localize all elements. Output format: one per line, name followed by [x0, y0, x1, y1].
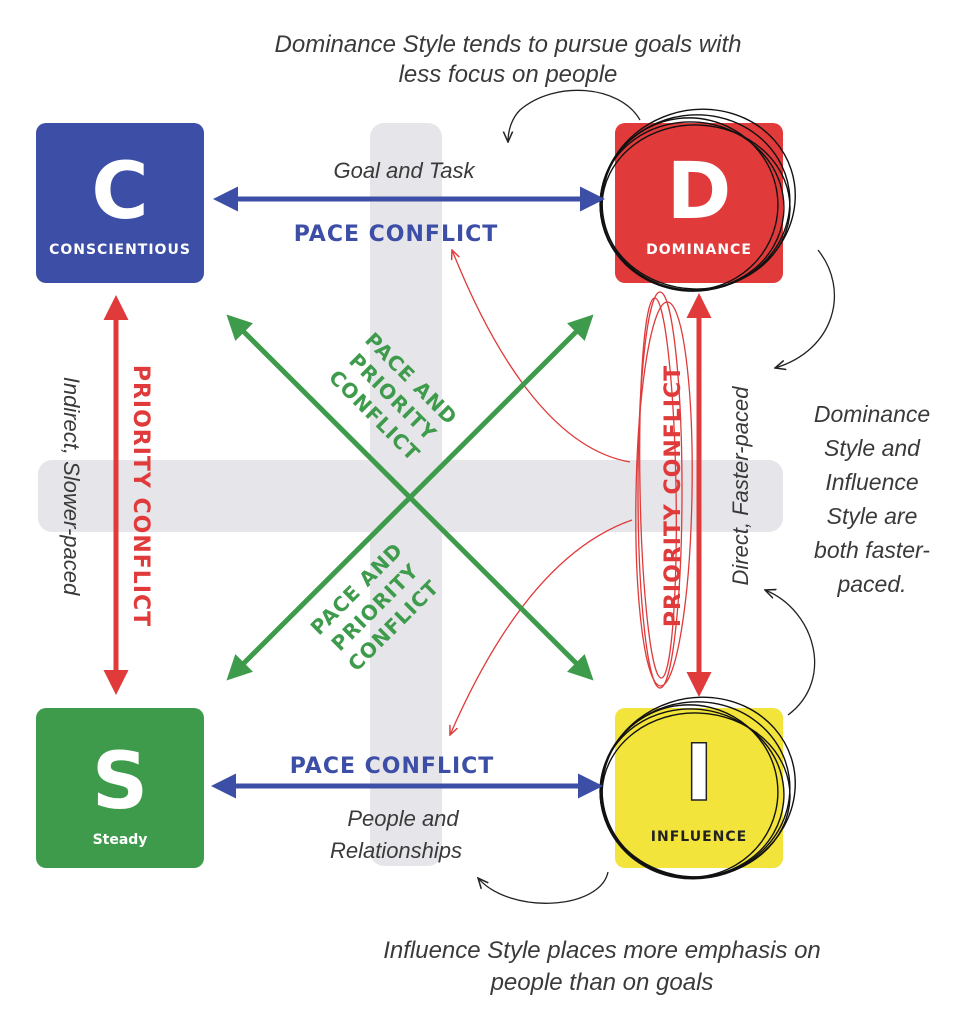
bottom-pace-conflict-label: PACE CONFLICT — [290, 754, 495, 779]
quadrant-d-label: DOMINANCE — [646, 242, 752, 258]
right-note-line3: Influence — [825, 469, 918, 495]
quadrant-d-letter: D — [667, 147, 732, 237]
right-note: Dominance Style and Influence Style are … — [814, 401, 930, 597]
bottom-note-line1: Influence Style places more emphasis on — [383, 937, 821, 964]
top-note-line1: Dominance Style tends to pursue goals wi… — [275, 31, 742, 58]
quadrant-i-box — [615, 708, 783, 868]
left-edge-note: Indirect, Slower-paced — [59, 377, 84, 596]
bottom-curved-pointer-arrow — [478, 871, 609, 904]
right-note-line6: paced. — [836, 571, 906, 597]
right-curved-pointer-arrow-lower — [765, 590, 816, 716]
quadrant-c-conscientious: C CONSCIENTIOUS — [36, 123, 204, 283]
right-note-line5: both faster- — [814, 537, 930, 563]
diagonal-arrow-s-to-d — [226, 314, 594, 681]
quadrant-s-letter: S — [92, 737, 148, 827]
right-edge-note: Direct, Faster-paced — [728, 386, 753, 586]
quadrant-d-dominance: D DOMINANCE — [599, 108, 796, 292]
bottom-note-line2: people than on goals — [490, 969, 714, 996]
quadrant-c-box — [36, 123, 204, 283]
quadrant-c-label: CONSCIENTIOUS — [49, 242, 191, 258]
top-note-line2: less focus on people — [399, 61, 618, 88]
right-note-line4: Style are — [827, 503, 918, 529]
left-priority-conflict-label: PRIORITY CONFLICT — [128, 365, 153, 627]
top-edge-note: Goal and Task — [333, 158, 475, 183]
quadrant-s-steady: S Steady — [36, 708, 204, 868]
right-curved-pointer-arrow-upper — [775, 249, 836, 368]
quadrant-c-letter: C — [91, 147, 148, 237]
top-curved-pointer-arrow — [508, 89, 641, 142]
top-pace-conflict-label: PACE CONFLICT — [294, 222, 499, 247]
quadrant-i-influence: I INFLUENCE — [599, 696, 796, 880]
right-note-line1: Dominance — [814, 401, 930, 427]
quadrant-i-letter: I — [684, 729, 713, 819]
right-note-line2: Style and — [824, 435, 921, 461]
quadrant-s-box — [36, 708, 204, 868]
bottom-edge-note-line1: People and — [347, 806, 459, 831]
quadrant-s-label: Steady — [93, 832, 148, 848]
quadrant-d-box — [615, 123, 783, 283]
bottom-edge-note-line2: Relationships — [330, 838, 462, 863]
quadrant-i-label: INFLUENCE — [651, 829, 747, 845]
